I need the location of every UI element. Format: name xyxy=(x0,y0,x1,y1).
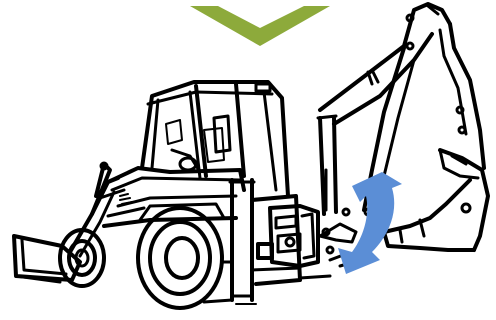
backhoe-bucket xyxy=(384,150,488,250)
curved-double-arrow-icon xyxy=(338,172,402,274)
boom-cylinder xyxy=(318,116,336,214)
chevron-shape[interactable] xyxy=(190,6,330,46)
chevron-down-icon[interactable] xyxy=(190,6,330,46)
backhoe-loader-illustration xyxy=(14,4,488,308)
motion-arrow xyxy=(338,172,402,274)
cab-pillar xyxy=(230,180,254,300)
front-wheel xyxy=(60,230,104,286)
backhoe-boom xyxy=(320,4,484,168)
